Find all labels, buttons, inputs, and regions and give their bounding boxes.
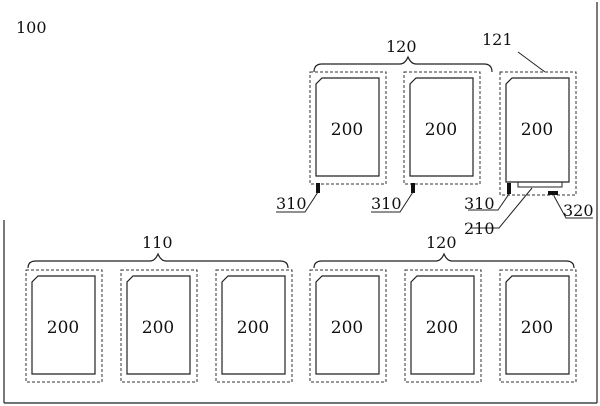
contact-320 <box>548 191 558 195</box>
svg-text:200: 200 <box>142 318 174 338</box>
cell-top-1: 200 <box>309 71 387 185</box>
leader-121 <box>517 51 546 73</box>
cell-top-2: 200 <box>403 71 481 185</box>
label-100: 100 <box>16 18 47 37</box>
cell-bottom-4: 200 <box>309 269 387 383</box>
svg-text:200: 200 <box>426 318 458 338</box>
contact-310-b <box>411 183 415 193</box>
cell-bottom-6: 200 <box>499 269 577 383</box>
contact-310-a <box>316 183 320 193</box>
cell-bottom-1: 200 <box>25 269 103 383</box>
leader-210 <box>470 187 533 229</box>
brace-120-bottom <box>313 252 575 269</box>
cell-bottom-2: 200 <box>120 269 198 383</box>
element-210 <box>517 182 563 188</box>
svg-text:200: 200 <box>331 318 363 338</box>
leader-310-b <box>371 191 414 213</box>
leader-320 <box>553 195 593 219</box>
leader-310-a <box>276 191 319 213</box>
contact-310-c <box>507 183 511 194</box>
cell-121: 200 <box>499 71 577 196</box>
label-210: 210 <box>464 219 495 238</box>
svg-text:200: 200 <box>521 318 553 338</box>
svg-text:200: 200 <box>47 318 79 338</box>
cell-bottom-5: 200 <box>404 269 482 383</box>
cell-bottom-3: 200 <box>215 269 293 383</box>
brace-110 <box>27 252 289 269</box>
label-110: 110 <box>142 233 173 252</box>
svg-text:200: 200 <box>521 120 553 140</box>
label-320: 320 <box>563 201 594 220</box>
label-310-a: 310 <box>276 194 307 213</box>
svg-text:200: 200 <box>237 318 269 338</box>
label-310-b: 310 <box>371 194 402 213</box>
label-120-top: 120 <box>386 37 417 56</box>
label-121: 121 <box>482 30 513 49</box>
leader-310-c <box>468 193 510 211</box>
label-120-bottom: 120 <box>426 233 457 252</box>
brace-120-top <box>313 55 493 73</box>
svg-text:200: 200 <box>331 120 363 140</box>
label-310-c: 310 <box>464 194 495 213</box>
svg-text:200: 200 <box>425 120 457 140</box>
